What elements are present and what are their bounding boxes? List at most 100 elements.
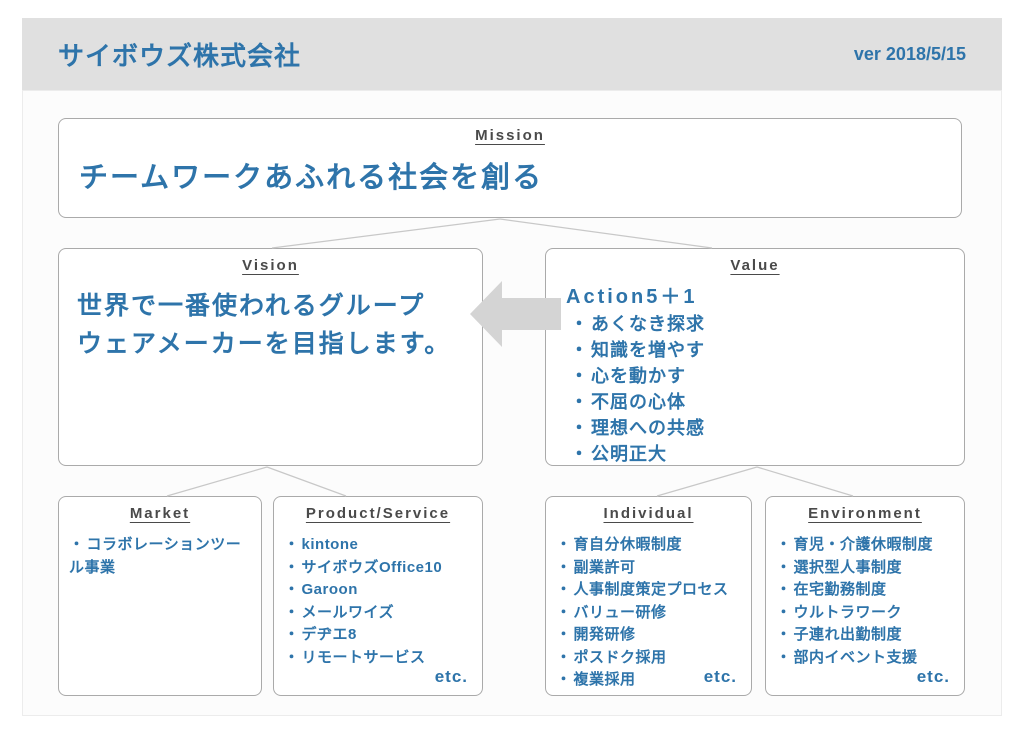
bullet-glyph: ・ [556, 626, 572, 643]
individual-etc: etc. [703, 667, 737, 686]
bullet-glyph: ・ [570, 314, 589, 334]
product-item-text: Garoon [301, 581, 358, 598]
vision-label: Vision [242, 257, 299, 274]
individual-item-text: ポスドク採用 [573, 648, 667, 666]
bullet-glyph: ・ [570, 365, 589, 386]
product-service-label: Product/Service [305, 505, 451, 522]
value-box: Value Action5＋1 ・あくなき探求 ・知識を増やす ・心を動かす ・… [545, 248, 965, 466]
individual-item-text: 複業採用 [573, 671, 636, 688]
individual-label: Individual [603, 505, 694, 522]
value-item: ・心を動かす [570, 364, 954, 390]
product-item-text: kintone [301, 536, 359, 553]
bullet-glyph: ・ [570, 417, 589, 438]
environment-item: ・部内イベント支援 [776, 647, 956, 670]
market-item-text: コラボレーションツール事業 [69, 536, 242, 576]
environment-item-text: 選択型人事制度 [793, 558, 903, 576]
value-item: ・あくなき探求 [570, 312, 954, 338]
value-item-text: 不屈の心体 [591, 391, 686, 412]
individual-item: ・人事制度策定プロセス [556, 579, 743, 602]
company-title: サイボウズ株式会社 [58, 40, 302, 71]
bullet-glyph: ・ [284, 626, 300, 643]
bullet-glyph: ・ [776, 558, 792, 576]
product-service-etc: etc. [434, 667, 468, 686]
product-item-text: サイボウズOffice10 [301, 558, 443, 576]
bullet-glyph: ・ [776, 603, 792, 621]
product-item-text: リモートサービス [301, 648, 426, 666]
environment-label: Environment [808, 505, 922, 522]
individual-item-text: 人事制度策定プロセス [573, 581, 729, 598]
vision-box: Vision 世界で一番使われるグループ ウェアメーカーを目指します。 [58, 248, 483, 466]
environment-item-text: 育児・介護休暇制度 [793, 536, 934, 553]
market-item: ・コラボレーションツール事業 [69, 534, 253, 579]
value-label: Value [730, 257, 780, 274]
product-item: ・デヂエ8 [284, 624, 474, 647]
vision-line-1: 世界で一番使われるグループ [77, 292, 426, 320]
bullet-glyph: ・ [776, 581, 792, 598]
bullet-glyph: ・ [570, 443, 589, 464]
individual-box: Individual ・育自分休暇制度 ・副業許可 ・人事制度策定プロセス ・バ… [545, 496, 752, 696]
environment-item-text: 在宅勤務制度 [793, 581, 887, 598]
product-service-items: ・kintone ・サイボウズOffice10 ・Garoon ・メールワイズ … [274, 522, 482, 669]
individual-items: ・育自分休暇制度 ・副業許可 ・人事制度策定プロセス ・バリュー研修 ・開発研修… [546, 522, 751, 692]
individual-item: ・副業許可 [556, 557, 743, 580]
product-item: ・サイボウズOffice10 [284, 557, 474, 580]
environment-item: ・選択型人事制度 [776, 557, 956, 580]
vision-text: 世界で一番使われるグループ ウェアメーカーを目指します。 [59, 274, 482, 363]
individual-item: ・育自分休暇制度 [556, 534, 743, 557]
individual-item-text: 開発研修 [573, 626, 636, 643]
bullet-glyph: ・ [556, 558, 572, 576]
mission-box: Mission チームワークあふれる社会を創る [58, 118, 962, 218]
value-heading: Action5＋1 [566, 286, 698, 308]
value-item: ・不屈の心体 [570, 390, 954, 416]
individual-item-text: 副業許可 [573, 558, 636, 576]
product-item: ・リモートサービス [284, 647, 474, 670]
individual-item: ・ポスドク採用 [556, 647, 743, 670]
version-label: ver 2018/5/15 [853, 43, 966, 64]
bullet-glyph: ・ [284, 648, 300, 666]
environment-item: ・在宅勤務制度 [776, 579, 956, 602]
bullet-glyph: ・ [556, 671, 572, 688]
environment-item-text: 部内イベント支援 [793, 648, 918, 666]
individual-item: ・バリュー研修 [556, 602, 743, 625]
environment-item-text: 子連れ出勤制度 [793, 626, 903, 643]
individual-item-text: 育自分休暇制度 [573, 536, 683, 553]
environment-item: ・育児・介護休暇制度 [776, 534, 956, 557]
value-item-text: 公明正大 [591, 443, 667, 464]
header-bar: サイボウズ株式会社 ver 2018/5/15 [22, 18, 1002, 90]
value-item: ・理想への共感 [570, 416, 954, 442]
product-item: ・メールワイズ [284, 602, 474, 625]
bullet-glyph: ・ [284, 603, 300, 621]
bullet-glyph: ・ [776, 648, 792, 666]
value-item-text: 理想への共感 [591, 417, 705, 438]
environment-items: ・育児・介護休暇制度 ・選択型人事制度 ・在宅勤務制度 ・ウルトラワーク ・子連… [766, 522, 964, 669]
product-item-text: メールワイズ [301, 603, 395, 621]
product-item: ・kintone [284, 534, 474, 557]
bullet-glyph: ・ [570, 391, 589, 412]
bullet-glyph: ・ [776, 536, 792, 553]
value-item: ・知識を増やす [570, 338, 954, 364]
bullet-glyph: ・ [556, 603, 572, 621]
value-item-text: 心を動かす [591, 365, 686, 386]
value-item-text: あくなき探求 [591, 314, 705, 334]
environment-item-text: ウルトラワーク [793, 603, 903, 621]
environment-box: Environment ・育児・介護休暇制度 ・選択型人事制度 ・在宅勤務制度 … [765, 496, 965, 696]
environment-item: ・ウルトラワーク [776, 602, 956, 625]
market-box: Market ・コラボレーションツール事業 [58, 496, 262, 696]
bullet-glyph: ・ [69, 536, 85, 553]
value-items: ・あくなき探求 ・知識を増やす ・心を動かす ・不屈の心体 ・理想への共感 ・公… [546, 309, 964, 467]
bullet-glyph: ・ [556, 648, 572, 666]
bullet-glyph: ・ [556, 536, 572, 553]
bullet-glyph: ・ [776, 626, 792, 643]
product-service-box: Product/Service ・kintone ・サイボウズOffice10 … [273, 496, 483, 696]
market-label: Market [129, 505, 191, 522]
individual-item: ・複業採用 [556, 669, 743, 692]
product-item-text: デヂエ8 [301, 626, 357, 643]
bullet-glyph: ・ [284, 536, 300, 553]
bullet-glyph: ・ [570, 339, 589, 360]
individual-item-text: バリュー研修 [573, 603, 667, 621]
market-items: ・コラボレーションツール事業 [59, 522, 261, 579]
value-item: ・公明正大 [570, 442, 954, 468]
bullet-glyph: ・ [284, 581, 300, 598]
environment-item: ・子連れ出勤制度 [776, 624, 956, 647]
